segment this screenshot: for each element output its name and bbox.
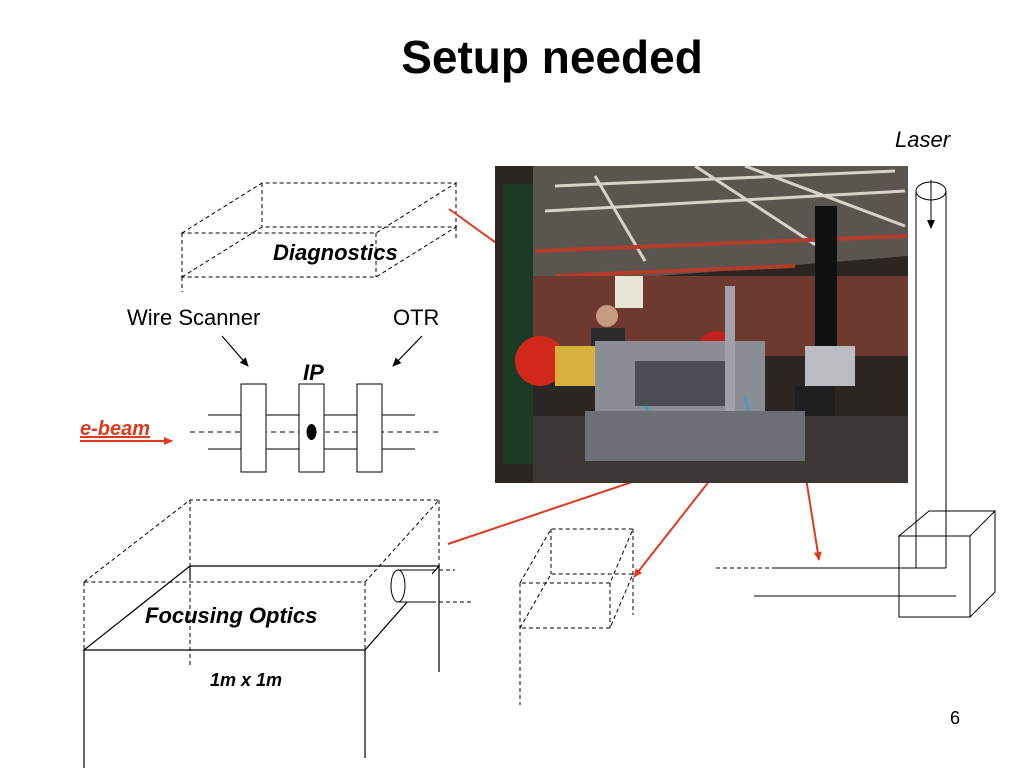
focusing-optics-table — [82, 499, 441, 768]
ip-beam-spot — [306, 424, 317, 440]
middle-box-arrow — [633, 474, 715, 578]
diagnostics-box — [180, 182, 458, 292]
wire-scanner-arrow — [221, 335, 249, 367]
diagnostics-label: Diagnostics — [273, 240, 398, 265]
laser-box — [897, 510, 997, 618]
otr-arrow — [392, 335, 423, 367]
page-number: 6 — [950, 708, 961, 728]
focusing-optics-label: Focusing Optics — [145, 603, 318, 628]
wire-scanner-element — [240, 383, 267, 473]
lens-cylinder — [390, 569, 472, 603]
wire-scanner-label: Wire Scanner — [127, 305, 261, 330]
laser-box-arrow — [805, 477, 822, 561]
lab-setup-photo — [495, 166, 908, 483]
e-beam-label: e-beam — [80, 418, 151, 440]
laser-transport — [716, 180, 956, 597]
table-size-label: 1m x 1m — [210, 670, 283, 690]
ip-label: IP — [303, 360, 324, 385]
slide-title: Setup needed — [401, 31, 703, 83]
middle-dashed-box — [519, 528, 634, 705]
otr-element — [356, 383, 383, 473]
laser-label: Laser — [895, 127, 951, 152]
otr-label: OTR — [393, 305, 440, 330]
